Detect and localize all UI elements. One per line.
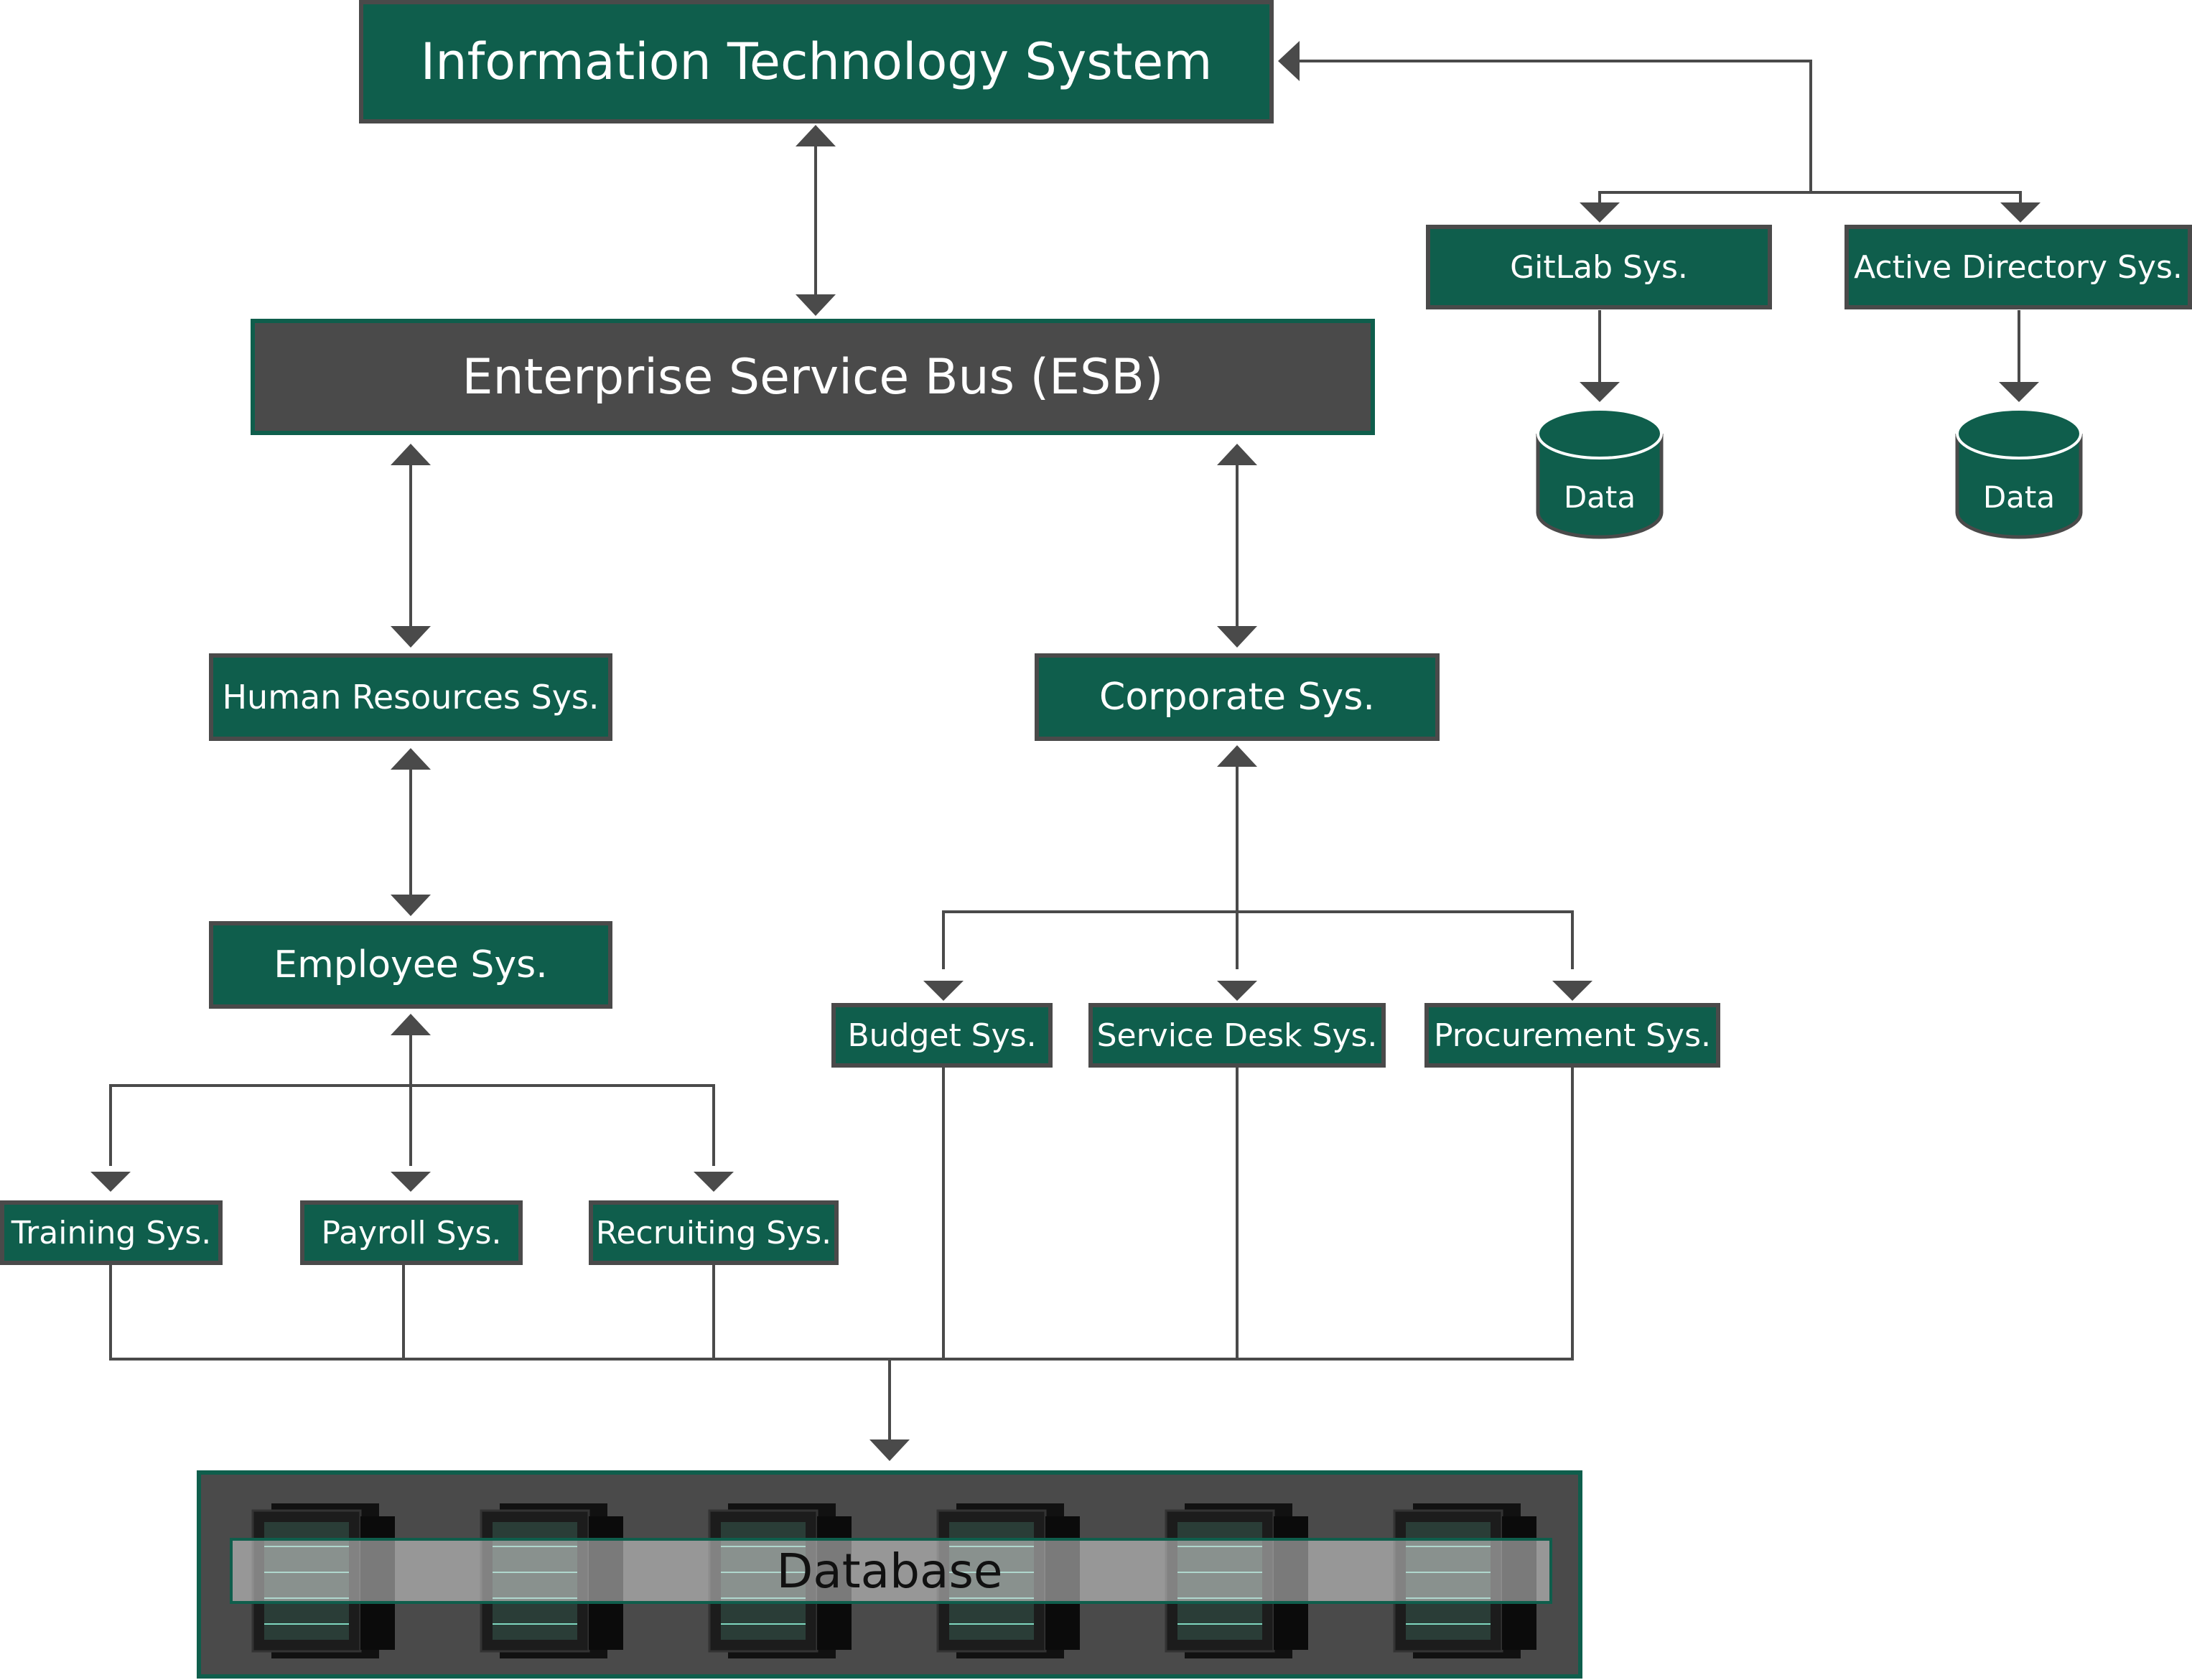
node-employee-label: Employee Sys. (274, 943, 548, 986)
gitlab-data-cylinder-icon (1536, 408, 1664, 539)
node-payroll: Payroll Sys. (300, 1200, 523, 1265)
node-gitlab: GitLab Sys. (1426, 225, 1772, 309)
node-human-resources-label: Human Resources Sys. (222, 678, 600, 717)
arrowhead (90, 1172, 131, 1192)
arrowhead (391, 895, 431, 916)
ad-data-cylinder-icon (1955, 408, 2083, 539)
arrowhead (1580, 202, 1620, 223)
node-corporate-label: Corporate Sys. (1099, 676, 1375, 719)
ad-data-label: Data (1982, 480, 2056, 515)
node-budget: Budget Sys. (831, 1003, 1053, 1068)
arrowhead (923, 981, 964, 1001)
node-service-desk-label: Service Desk Sys. (1096, 1017, 1378, 1054)
arrowhead (1552, 981, 1592, 1001)
node-employee: Employee Sys. (209, 921, 612, 1009)
arrowhead (1278, 41, 1300, 81)
node-active-directory-label: Active Directory Sys. (1854, 248, 2183, 286)
node-recruiting-label: Recruiting Sys. (595, 1214, 832, 1251)
node-training: Training Sys. (0, 1200, 223, 1265)
node-active-directory: Active Directory Sys. (1844, 225, 2192, 309)
connector-employee-branch (109, 1084, 715, 1166)
node-database: Database (197, 1470, 1582, 1679)
arrowhead (1217, 981, 1257, 1001)
node-budget-label: Budget Sys. (847, 1017, 1037, 1054)
arrowhead (391, 626, 431, 648)
gitlab-data-label: Data (1563, 480, 1636, 515)
node-esb-label: Enterprise Service Bus (ESB) (462, 348, 1164, 406)
connector-corporate-branch (942, 910, 1574, 969)
node-it-system-label: Information Technology System (420, 32, 1213, 91)
connector-it-branch (1300, 60, 1812, 192)
arrowhead (1580, 382, 1620, 402)
node-training-label: Training Sys. (11, 1214, 212, 1251)
database-band (230, 1538, 1552, 1604)
node-recruiting: Recruiting Sys. (589, 1200, 839, 1265)
node-esb: Enterprise Service Bus (ESB) (251, 319, 1375, 435)
node-corporate: Corporate Sys. (1035, 653, 1440, 741)
node-it-system: Information Technology System (359, 0, 1274, 123)
arrowhead (391, 1172, 431, 1192)
node-service-desk: Service Desk Sys. (1088, 1003, 1386, 1068)
arrowhead (694, 1172, 734, 1192)
arrowhead (1217, 444, 1257, 465)
node-gitlab-label: GitLab Sys. (1510, 248, 1688, 286)
arrowhead (796, 294, 836, 316)
connector-bus (109, 1066, 1574, 1361)
node-procurement-label: Procurement Sys. (1433, 1017, 1711, 1054)
arrowhead (796, 125, 836, 146)
arrowhead (1999, 382, 2039, 402)
arrowhead (1217, 745, 1257, 767)
arrowhead (869, 1439, 910, 1461)
node-payroll-label: Payroll Sys. (321, 1214, 502, 1251)
arrowhead (391, 444, 431, 465)
node-procurement: Procurement Sys. (1424, 1003, 1720, 1068)
connector-branch-gitlab (1598, 191, 2022, 208)
node-human-resources: Human Resources Sys. (209, 653, 612, 741)
arrowhead (391, 748, 431, 770)
arrowhead (1217, 626, 1257, 648)
node-database-label: Database (776, 1543, 1003, 1599)
arrowhead (391, 1014, 431, 1035)
arrowhead (2000, 202, 2041, 223)
